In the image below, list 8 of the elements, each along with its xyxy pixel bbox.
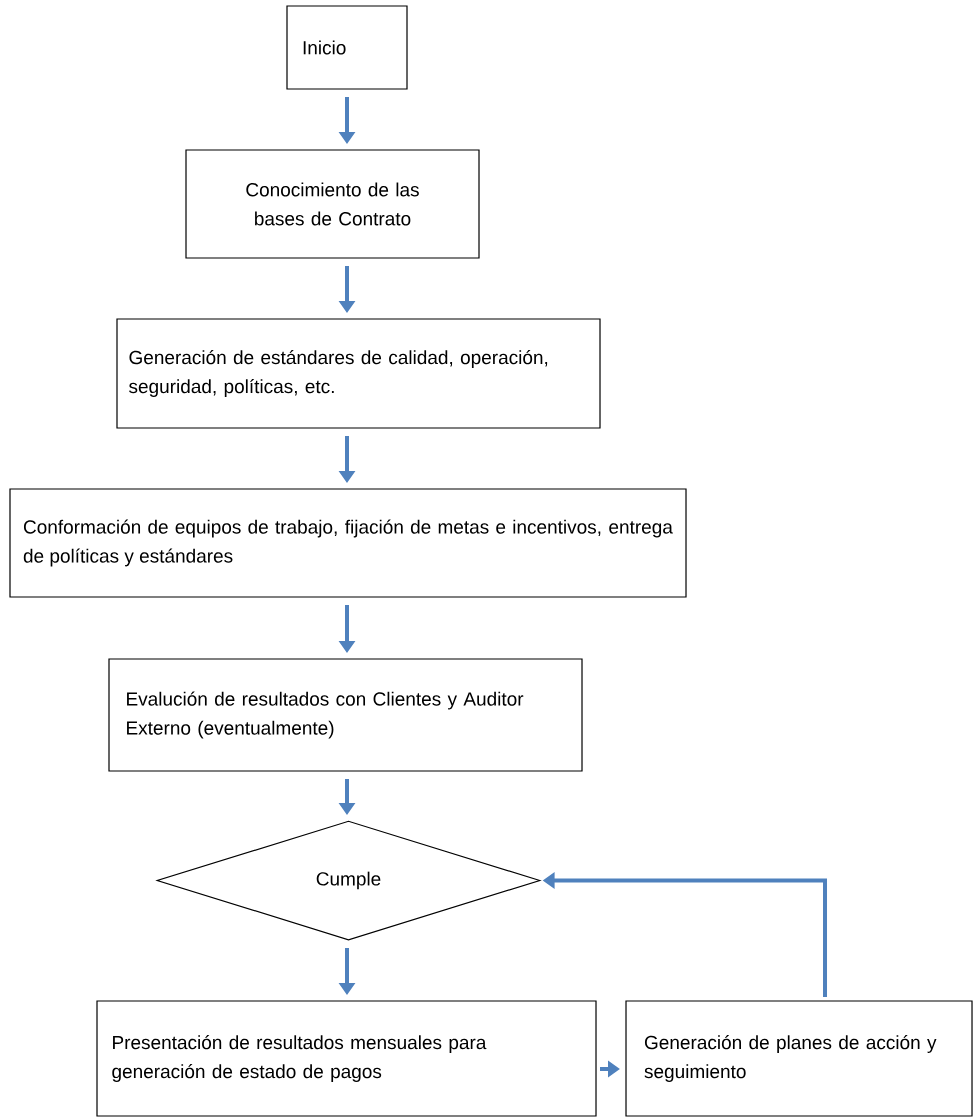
process-box: Generación de planes de acción y seguimiento (625, 1000, 973, 1117)
process-box: Evalución de resultados con Clientes y Auditor Externo (eventualmente) (108, 658, 583, 772)
process-box: Generación de estándares de calidad, operación, seguridad, políticas, etc. (116, 318, 601, 429)
process-box: Presentación de resultados mensuales para generación de estado de pagos (96, 1000, 597, 1117)
node-label: Cumple (316, 871, 381, 890)
process-box: Conocimiento de las bases de Contrato (185, 149, 480, 259)
process-box: Inicio (286, 5, 408, 90)
process-box: Conformación de equipos de trabajo, fijación de metas e incentivos, entrega de políticas y estándares (9, 488, 687, 598)
